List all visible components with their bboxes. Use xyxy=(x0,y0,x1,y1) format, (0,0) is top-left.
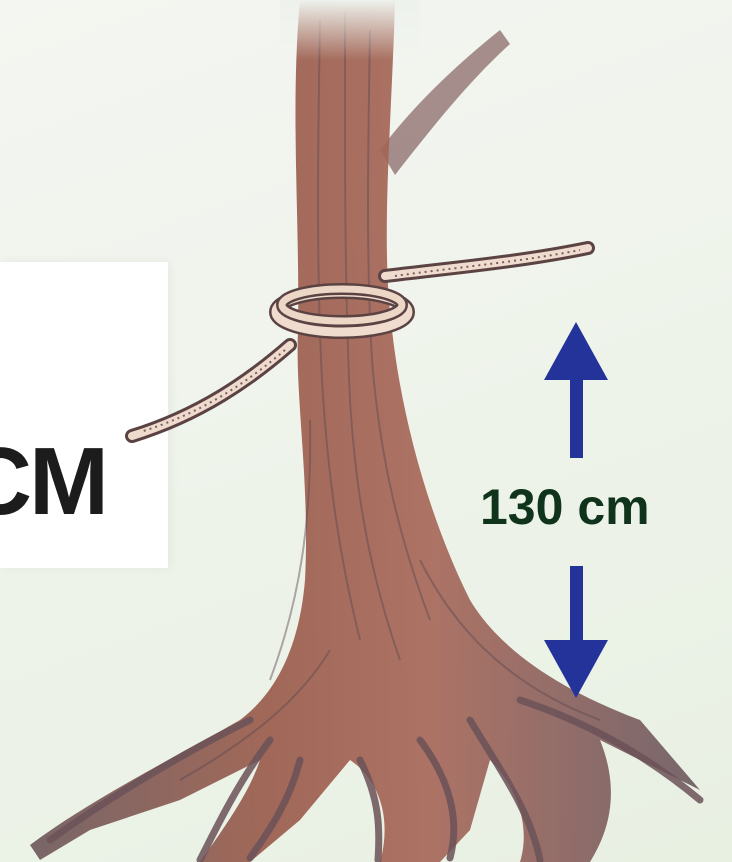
height-arrow-up xyxy=(544,322,608,458)
height-arrow-down xyxy=(544,566,608,698)
height-measurement-label: 130 cm xyxy=(480,478,680,536)
